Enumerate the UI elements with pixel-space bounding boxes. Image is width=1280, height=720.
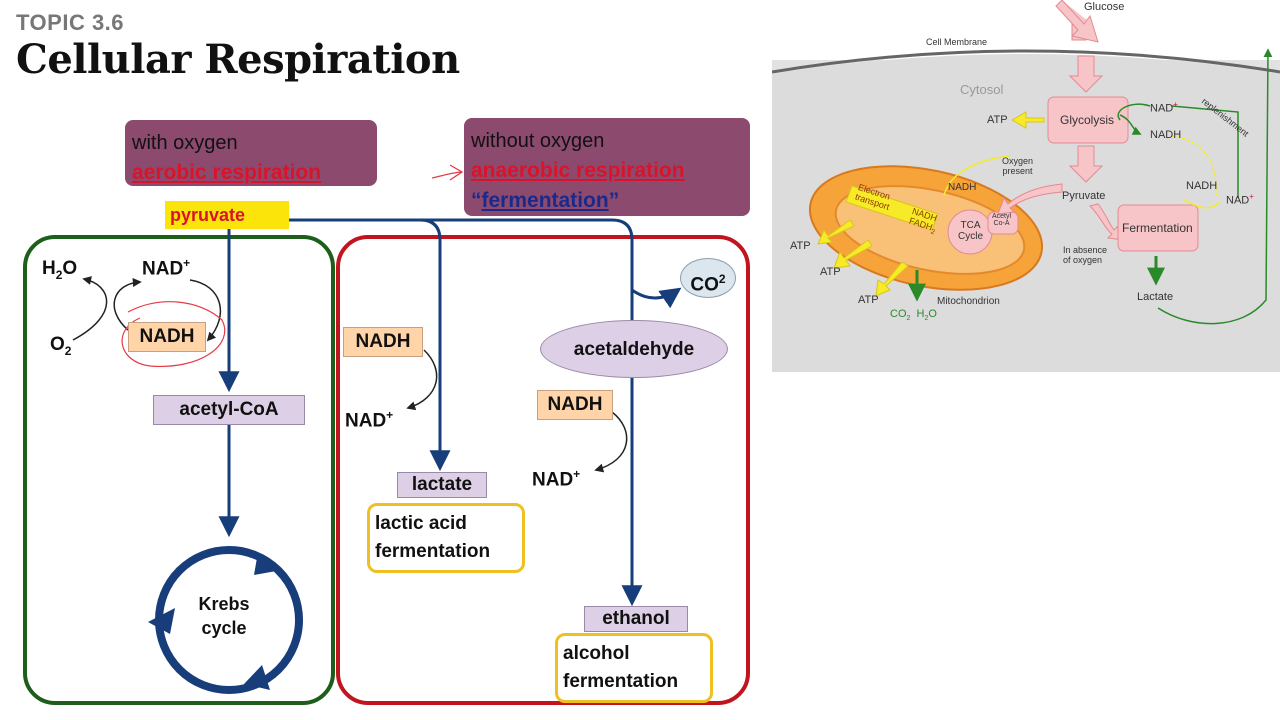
h2o-label: H2O [42,258,77,282]
cycle-word: Cycle [958,231,984,242]
lactic-acid-fermentation-box: lactic acid fermentation [367,503,525,573]
h2o-sub: 2 [55,267,63,282]
close-quote: ” [608,189,620,212]
co2-h2o-label: CO2 H2O [890,308,937,322]
fermentation-word: fermentation [481,189,609,212]
nad-sup: + [1249,192,1254,201]
fermentation-panel-label: Fermentation [1122,221,1193,235]
nad-plus-aerobic: NAD+ [142,256,190,280]
aerobic-panel [23,235,335,705]
nadh-aerobic-box: NADH [128,322,206,352]
coa-word: Co-A [993,220,1010,227]
present-word: present [1002,166,1033,176]
nad-sup: + [1173,100,1178,109]
nad-plus-lactic: NAD+ [345,408,393,432]
nad-sup: + [573,467,581,481]
aerobic-header-box: with oxygen aerobic respiration [125,120,377,186]
nad-plus-label-2: NAD+ [1226,192,1254,207]
nad-text: NAD [1150,102,1174,115]
nad-text: NAD [532,469,574,491]
tca-word: TCA [960,220,981,231]
co2-bubble: CO2 [680,258,736,298]
fermentation-term: “fermentation” [471,186,743,216]
ethanol-box: ethanol [584,606,688,632]
cycle-word: cycle [201,618,247,638]
absence-line1: In absence [1063,245,1108,255]
nad-text: NAD [345,410,387,432]
krebs-word: Krebs [198,594,250,614]
anaerobic-condition: without oxygen [471,130,605,152]
h2o-sub: 2 [924,315,929,323]
nadh-alcohol-box: NADH [537,390,613,420]
glucose-label: Glucose [1084,1,1125,13]
nad-text: NAD [1226,194,1250,207]
page-title: Cellular Respiration [16,36,460,83]
o2-sub: 2 [64,343,72,358]
cell-membrane-label: Cell Membrane [926,37,988,47]
cell-respiration-reference-figure: Glucose Cell Membrane Cytosol Glycolysis… [772,0,1280,372]
o2-label: O2 [50,334,71,358]
oxygen-word: Oxygen [1002,156,1034,166]
cytosol-label: Cytosol [960,82,1004,97]
alcohol-fermentation-text: fermentation [563,671,679,692]
pyruvate-panel-label: Pyruvate [1062,190,1106,202]
lactic-acid-text: lactic acid [375,513,467,534]
o2-o: O [50,334,65,355]
nad-plus-alcohol: NAD+ [532,467,580,491]
co2-text: CO [690,274,719,296]
co2-text: CO [890,308,907,320]
atp-label-2: ATP [790,240,811,252]
pyruvate-label: pyruvate [165,201,289,229]
aerobic-condition: with oxygen [132,132,238,154]
nadh-label-1: NADH [1150,129,1182,141]
acetyl-coa-box: acetyl-CoA [153,395,305,425]
lactic-fermentation-text: fermentation [375,541,491,562]
nad-plus-label-1: NAD+ [1150,100,1178,115]
nadh-label-3: NADH [1186,180,1218,192]
h2o-o: O [928,308,937,320]
topic-label: TOPIC 3.6 [16,10,125,35]
lactate-box: lactate [397,472,487,498]
h2o-text: H [916,308,925,320]
nad-sup: + [386,408,394,422]
glycolysis-label: Glycolysis [1060,113,1115,127]
acetaldehyde-ellipse: acetaldehyde [540,320,728,378]
nadh-label-2: NADH [948,182,977,193]
anaerobic-title: anaerobic respiration [471,159,685,182]
mitochondrion-label: Mitochondrion [937,296,1000,307]
co2-sup: 2 [718,272,726,286]
h2o-o: O [62,258,78,279]
acetyl-word: Acetyl [992,213,1012,220]
nad-text: NAD [142,258,184,280]
reference-figure-art [772,0,1280,372]
nadh-lactic-box: NADH [343,327,423,357]
atp-label-3: ATP [820,266,841,278]
nad-sup: + [183,256,191,270]
anaerobic-header-box: without oxygen anaerobic respiration “fe… [464,118,750,216]
lactate-panel-label: Lactate [1137,291,1174,303]
aerobic-title: aerobic respiration [132,161,322,184]
anaerobic-panel [336,235,750,705]
alcohol-text: alcohol [563,643,630,664]
h2o-h: H [42,258,56,279]
co2-sub: 2 [906,315,911,323]
krebs-cycle-label: Krebs cycle [185,592,263,640]
alcohol-fermentation-box: alcohol fermentation [555,633,713,703]
open-quote: “ [471,189,482,212]
atp-label-4: ATP [858,294,879,306]
atp-label-1: ATP [987,114,1008,126]
absence-line2: of oxygen [1063,255,1103,265]
